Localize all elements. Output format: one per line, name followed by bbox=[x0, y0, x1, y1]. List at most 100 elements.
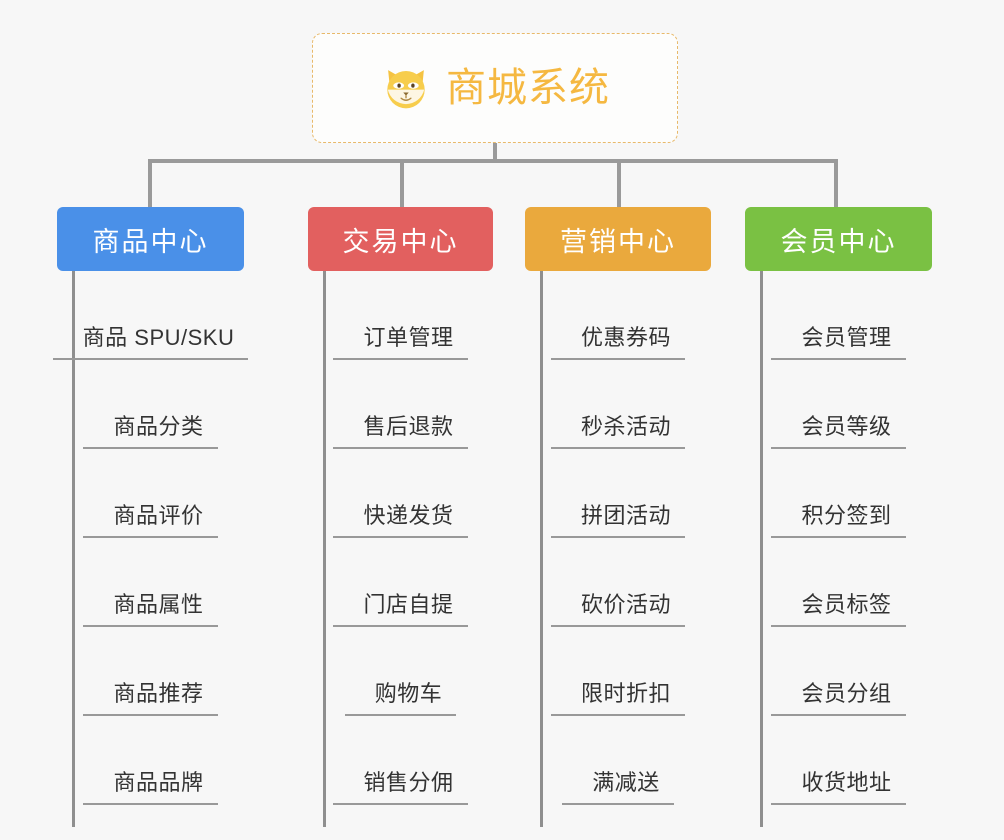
list-item[interactable]: 会员等级 bbox=[761, 360, 932, 449]
leaf-underline bbox=[771, 358, 906, 360]
leaf-underline bbox=[333, 625, 468, 627]
connector-drop-2 bbox=[400, 159, 404, 207]
list-item[interactable]: 收货地址 bbox=[761, 716, 932, 805]
leaf-label: 会员分组 bbox=[801, 681, 892, 706]
leaf-label: 商品 SPU/SKU bbox=[82, 325, 235, 350]
leaf-label: 销售分佣 bbox=[363, 770, 454, 795]
leaf-label: 门店自提 bbox=[363, 592, 454, 617]
leaf-label: 商品评价 bbox=[113, 503, 204, 528]
list-item[interactable]: 商品品牌 bbox=[73, 716, 244, 805]
leaf-underline bbox=[333, 447, 468, 449]
list-item[interactable]: 售后退款 bbox=[324, 360, 493, 449]
list-item[interactable]: 快递发货 bbox=[324, 449, 493, 538]
leaf-label: 商品推荐 bbox=[113, 681, 204, 706]
list-item[interactable]: 限时折扣 bbox=[541, 627, 711, 716]
leaf-label: 商品分类 bbox=[113, 414, 204, 439]
leaf-underline bbox=[771, 625, 906, 627]
leaf-underline bbox=[550, 714, 685, 716]
leaf-label: 购物车 bbox=[374, 681, 443, 706]
leaf-underline bbox=[562, 803, 674, 805]
leaf-label: 砍价活动 bbox=[580, 592, 671, 617]
list-item[interactable]: 秒杀活动 bbox=[541, 360, 711, 449]
leaf-underline bbox=[83, 803, 218, 805]
branch-column-member: 会员中心 会员管理 会员等级 积分签到 bbox=[745, 207, 932, 827]
list-item[interactable]: 商品属性 bbox=[73, 538, 244, 627]
root-node[interactable]: 商城系统 bbox=[312, 33, 678, 143]
list-item[interactable]: 商品推荐 bbox=[73, 627, 244, 716]
leaf-label: 满减送 bbox=[592, 770, 660, 795]
leaf-underline bbox=[344, 714, 457, 716]
branch-spine bbox=[540, 271, 543, 827]
list-item[interactable]: 拼团活动 bbox=[541, 449, 711, 538]
list-item[interactable]: 砍价活动 bbox=[541, 538, 711, 627]
leaf-underline bbox=[83, 447, 218, 449]
leaf-underline bbox=[83, 625, 218, 627]
category-header-marketing[interactable]: 营销中心 bbox=[525, 207, 711, 271]
shiba-dog-face-icon bbox=[380, 62, 432, 114]
list-item[interactable]: 销售分佣 bbox=[324, 716, 493, 805]
list-item[interactable]: 会员管理 bbox=[761, 271, 932, 360]
leaf-label: 拼团活动 bbox=[580, 503, 671, 528]
leaf-underline bbox=[771, 714, 906, 716]
leaf-underline bbox=[550, 358, 685, 360]
leaf-underline bbox=[333, 358, 468, 360]
branch-column-trade: 交易中心 订单管理 售后退款 快递发货 bbox=[308, 207, 493, 827]
leaf-label: 售后退款 bbox=[363, 414, 454, 439]
list-item[interactable]: 优惠券码 bbox=[541, 271, 711, 360]
list-item[interactable]: 商品 SPU/SKU bbox=[52, 271, 249, 360]
leaf-list-product: 商品 SPU/SKU 商品分类 商品评价 商品属性 bbox=[52, 271, 249, 827]
leaf-underline bbox=[52, 358, 249, 360]
category-header-label: 交易中心 bbox=[342, 226, 459, 257]
leaf-underline bbox=[333, 803, 468, 805]
leaf-label: 会员标签 bbox=[801, 592, 892, 617]
branch-spine bbox=[760, 271, 763, 827]
leaf-label: 商品属性 bbox=[113, 592, 204, 617]
list-item[interactable]: 订单管理 bbox=[324, 271, 493, 360]
list-item[interactable]: 会员分组 bbox=[761, 627, 932, 716]
list-item[interactable]: 会员标签 bbox=[761, 538, 932, 627]
leaf-underline bbox=[83, 714, 218, 716]
leaf-label: 快递发货 bbox=[363, 503, 454, 528]
list-item[interactable]: 满减送 bbox=[541, 716, 711, 805]
leaf-underline bbox=[83, 536, 218, 538]
category-header-product[interactable]: 商品中心 bbox=[57, 207, 244, 271]
leaf-underline bbox=[771, 447, 906, 449]
leaf-underline bbox=[771, 536, 906, 538]
category-header-member[interactable]: 会员中心 bbox=[745, 207, 932, 271]
connector-drop-4 bbox=[834, 159, 838, 207]
connector-drop-1 bbox=[148, 159, 152, 207]
list-item[interactable]: 门店自提 bbox=[324, 538, 493, 627]
category-header-trade[interactable]: 交易中心 bbox=[308, 207, 493, 271]
list-item[interactable]: 购物车 bbox=[324, 627, 493, 716]
leaf-label: 积分签到 bbox=[801, 503, 892, 528]
leaf-label: 优惠券码 bbox=[580, 325, 671, 350]
root-title: 商城系统 bbox=[446, 66, 610, 110]
leaf-underline bbox=[550, 536, 685, 538]
branch-column-product: 商品中心 商品 SPU/SKU 商品分类 商品评价 bbox=[52, 207, 249, 827]
leaf-label: 订单管理 bbox=[363, 325, 454, 350]
leaf-underline bbox=[333, 536, 468, 538]
leaf-label: 秒杀活动 bbox=[580, 414, 671, 439]
leaf-list-marketing: 优惠券码 秒杀活动 拼团活动 砍价活动 bbox=[525, 271, 711, 827]
leaf-label: 收货地址 bbox=[801, 770, 892, 795]
leaf-list-trade: 订单管理 售后退款 快递发货 门店自提 bbox=[308, 271, 493, 827]
connector-stem bbox=[493, 143, 497, 163]
list-item[interactable]: 积分签到 bbox=[761, 449, 932, 538]
leaf-underline bbox=[771, 803, 906, 805]
list-item[interactable]: 商品评价 bbox=[73, 449, 244, 538]
leaf-label: 商品品牌 bbox=[113, 770, 204, 795]
category-header-label: 营销中心 bbox=[560, 226, 676, 257]
category-header-label: 商品中心 bbox=[92, 226, 209, 257]
branch-column-marketing: 营销中心 优惠券码 秒杀活动 拼团活动 bbox=[525, 207, 711, 827]
connector-drop-3 bbox=[617, 159, 621, 207]
branch-spine bbox=[72, 271, 75, 827]
leaf-underline bbox=[550, 625, 685, 627]
branch-spine bbox=[323, 271, 326, 827]
connector-horizontal-bar bbox=[148, 159, 838, 163]
leaf-label: 会员等级 bbox=[801, 414, 892, 439]
leaf-underline bbox=[550, 447, 685, 449]
leaf-label: 会员管理 bbox=[801, 325, 892, 350]
leaf-list-member: 会员管理 会员等级 积分签到 会员标签 bbox=[745, 271, 932, 827]
list-item[interactable]: 商品分类 bbox=[73, 360, 244, 449]
